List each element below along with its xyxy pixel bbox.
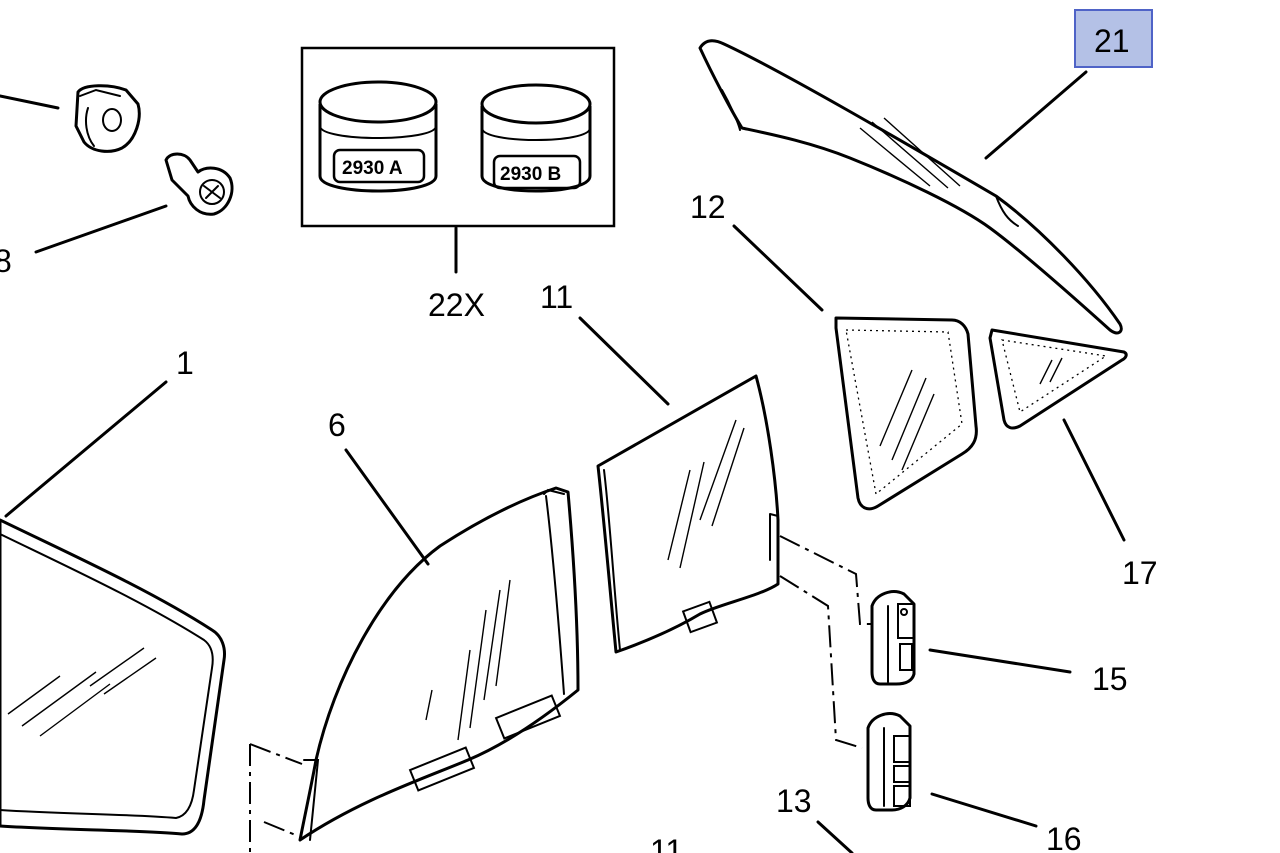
- adhesive-kit-box: 2930 A 2930 B 22X: [300, 46, 616, 323]
- clip-fastener: [0, 84, 141, 153]
- glass-clip-16: [866, 712, 912, 812]
- callout-13[interactable]: 13: [776, 783, 812, 819]
- rear-window-glass: [698, 39, 1123, 335]
- jar-b-label: 2930 B: [500, 164, 561, 185]
- callout-11-top[interactable]: 11: [540, 279, 573, 315]
- callout-22x[interactable]: 22X: [428, 287, 485, 323]
- callout-16[interactable]: 16: [1046, 821, 1082, 853]
- assembly-guide-lines: [249, 535, 874, 853]
- callout-8[interactable]: 8: [0, 243, 12, 279]
- callout-11-bottom[interactable]: 11: [650, 833, 683, 853]
- front-door-glass: [298, 486, 580, 842]
- callout-6[interactable]: 6: [328, 407, 346, 443]
- adhesive-jar-a: 2930 A: [318, 80, 438, 193]
- callout-17[interactable]: 17: [1122, 555, 1158, 591]
- callout-21-highlight[interactable]: 21: [1074, 9, 1153, 68]
- callout-21[interactable]: 21: [1094, 23, 1130, 59]
- rear-door-glass: [596, 374, 780, 654]
- screw-fastener: 8: [0, 152, 234, 279]
- jar-a-label: 2930 A: [342, 158, 403, 179]
- vent-window-glass: [988, 328, 1128, 430]
- windshield-glass: [0, 518, 226, 836]
- callout-12[interactable]: 12: [690, 189, 726, 225]
- callout-15[interactable]: 15: [1092, 661, 1128, 697]
- adhesive-jar-b: 2930 B: [480, 83, 592, 193]
- rear-quarter-glass: [834, 316, 978, 511]
- glass-clip-15: [870, 590, 916, 686]
- callout-1[interactable]: 1: [176, 345, 194, 381]
